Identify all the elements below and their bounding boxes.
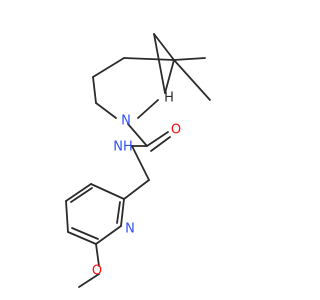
bond	[153, 33, 166, 94]
methoxy-oxygen-label: O	[92, 264, 102, 279]
bond	[123, 179, 150, 200]
bond	[153, 33, 175, 61]
bond	[92, 57, 125, 78]
molecule-canvas: N H O NH N O	[65, 33, 211, 288]
bond	[65, 183, 92, 202]
bond	[131, 145, 150, 181]
bond	[123, 57, 175, 61]
bond	[90, 183, 125, 200]
bond	[70, 187, 93, 203]
bond	[92, 76, 97, 104]
bond	[67, 231, 97, 245]
bond	[173, 57, 206, 61]
pyridine-nitrogen-label: N	[125, 222, 135, 237]
bond	[146, 131, 169, 147]
bond	[120, 198, 125, 227]
bond	[95, 243, 100, 267]
ring-nitrogen-label: N	[121, 114, 131, 129]
carbonyl-oxygen-label: O	[171, 123, 181, 138]
bond	[127, 123, 148, 147]
bridgehead-hydrogen-label: H	[164, 91, 174, 106]
bond-layer	[65, 33, 211, 288]
bond	[164, 59, 175, 94]
molecule-structure: N H O NH N O	[65, 33, 211, 288]
amide-nh-label: NH	[113, 140, 133, 155]
bond	[173, 59, 211, 101]
bond	[95, 102, 117, 119]
bond	[137, 99, 159, 119]
atom-label-layer: N H O NH N O	[92, 91, 181, 279]
bond	[71, 227, 99, 240]
bond	[78, 273, 100, 288]
bond	[116, 201, 121, 224]
bond	[150, 136, 171, 152]
bond	[65, 200, 69, 233]
bond	[95, 225, 122, 245]
